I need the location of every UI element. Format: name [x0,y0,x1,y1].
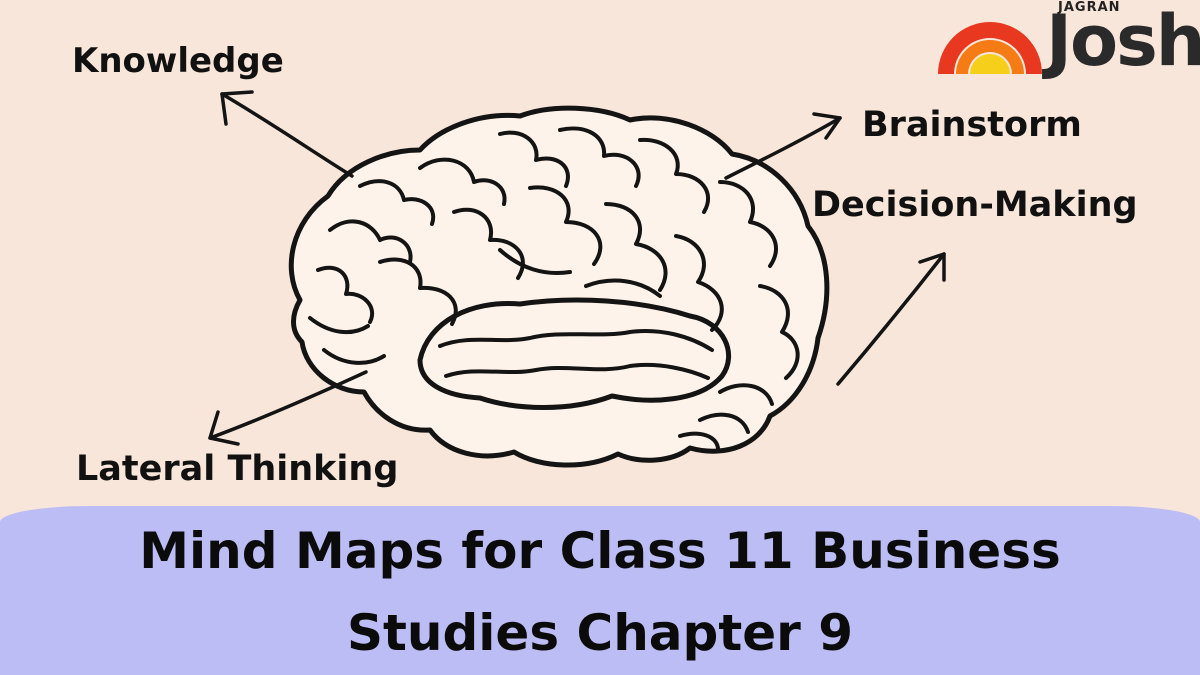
arrow-knowledge [220,92,354,178]
label-brainstorm: Brainstorm [862,105,1082,145]
sunrise-icon [938,22,1042,74]
title-line-1: Mind Maps for Class 11 Business [139,522,1061,580]
logo-josh-text: Josh [1046,0,1200,82]
arrow-lateral [208,370,368,440]
arrow-decision [836,252,946,386]
title-line-2: Studies Chapter 9 [346,604,853,662]
title-banner [0,506,1200,675]
jagran-josh-logo: JAGRAN Josh [934,0,1200,92]
label-decision-making: Decision-Making [812,185,1138,225]
logo-jagran-text: JAGRAN [1058,0,1121,15]
brain-illustration [208,90,946,468]
page-title: Mind Maps for Class 11 Business Studies … [0,510,1200,674]
label-lateral-thinking: Lateral Thinking [76,449,399,489]
temporal-lobe [417,297,732,410]
label-knowledge: Knowledge [72,41,284,81]
arrow-brainstorm [724,116,842,180]
